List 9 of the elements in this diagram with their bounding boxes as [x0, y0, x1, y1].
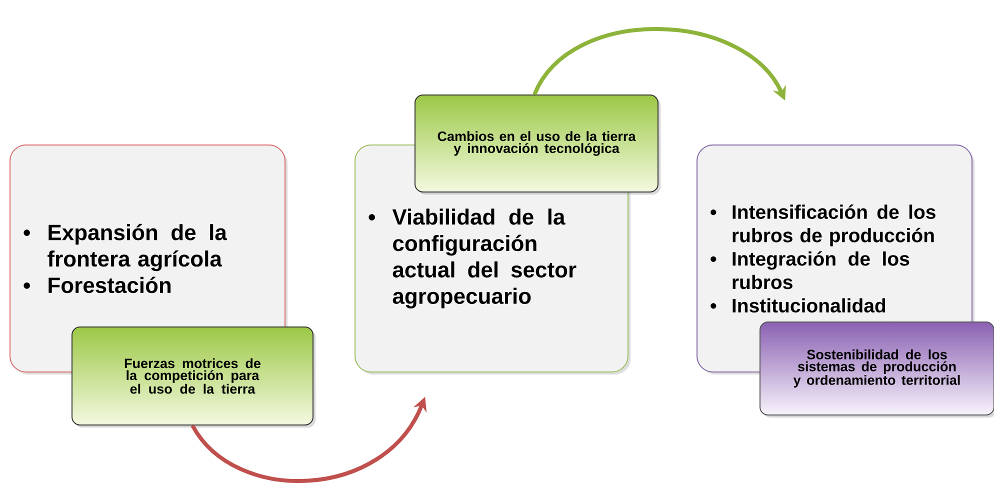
- bullet: •: [368, 214, 375, 220]
- label-tab: Cambios en el uso de la tierra y innovación tecnológica: [414, 94, 661, 195]
- bullet: •: [710, 256, 716, 262]
- label-tab: Sostenibilidad de los sistemas de producción y ordenamiento territorial: [760, 322, 994, 418]
- bullet: •: [710, 210, 716, 216]
- bullet: •: [24, 230, 30, 236]
- bullet: •: [24, 282, 30, 289]
- bullet: •: [710, 303, 716, 309]
- label-tab: Fuerzas motrices de la competición para el uso de la tierra: [72, 326, 316, 428]
